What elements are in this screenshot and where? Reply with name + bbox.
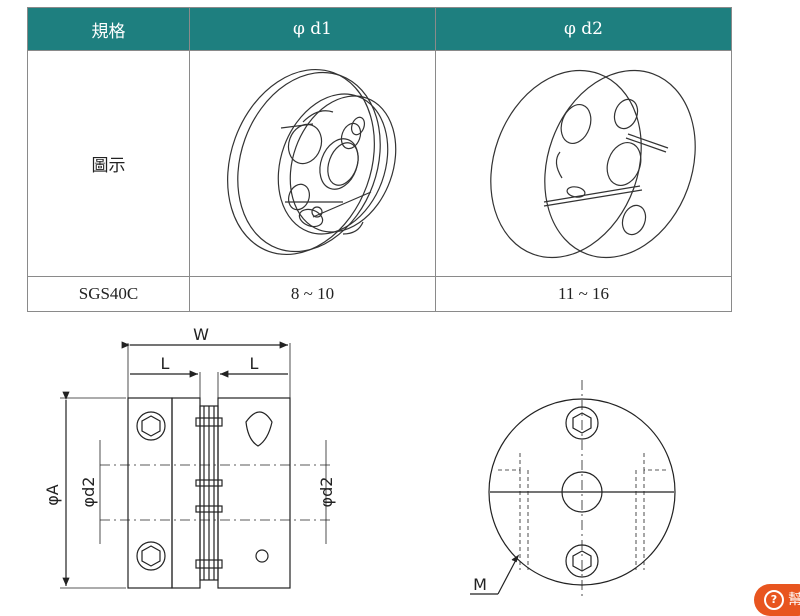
help-button-label: 幫 [788,592,800,608]
dim-a-label: φA [43,484,62,506]
coupling-d2-illustration [489,69,696,258]
spec-table: 規格 φ d1 φ d2 圖示 [27,7,732,312]
dim-l-left-label: L [161,354,170,373]
dim-w-label: W [193,325,209,344]
table-row-image: 圖示 [27,50,732,277]
dim-d2-right-label: φd2 [317,477,336,508]
coupling-d1-image [189,50,436,277]
question-circle-icon: ? [764,590,784,610]
table-row-values: SGS40C 8 ~ 10 11 ~ 16 [27,276,732,312]
row-label-text: 圖示 [91,156,126,176]
dim-d2-left-label: φd2 [79,477,98,508]
coupling-d1-illustration [226,68,396,255]
front-view [470,380,676,600]
header-spec: 規格 [27,7,190,51]
coupling-d2-image [435,50,732,277]
d2-range-cell: 11 ~ 16 [435,276,732,312]
table-header-row: 規格 φ d1 φ d2 [27,7,732,51]
help-button[interactable]: ?幫 [754,584,800,616]
model-cell: SGS40C [27,276,190,312]
dim-l-right-label: L [250,354,259,373]
side-view [60,341,330,589]
dim-m-label: M [473,575,487,594]
row-label-image: 圖示 [27,50,190,277]
